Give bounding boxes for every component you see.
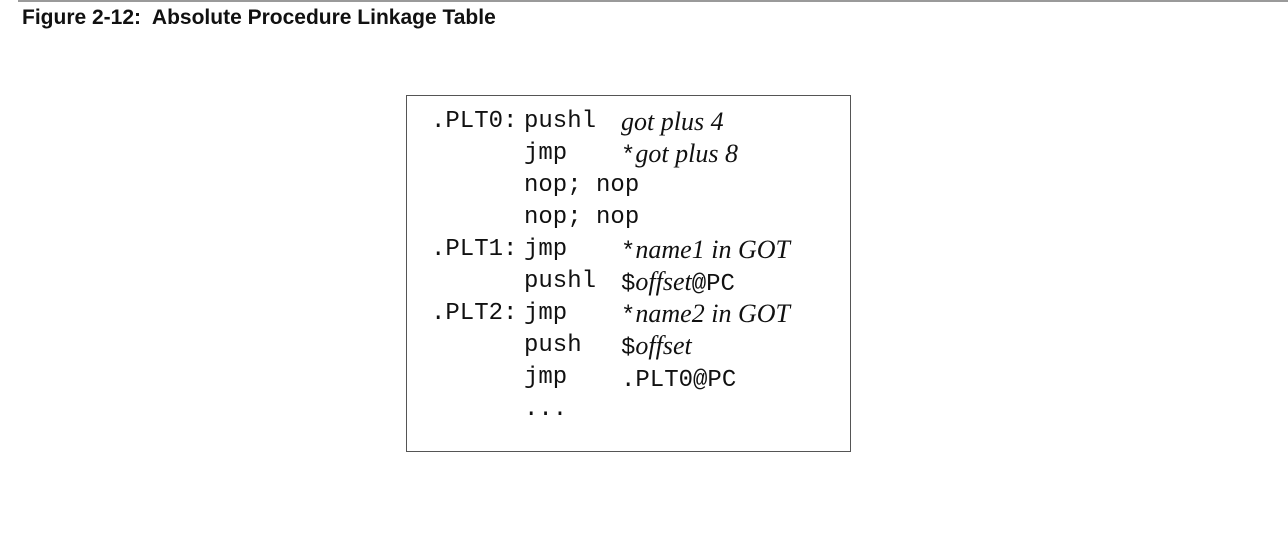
code-operand: $offset xyxy=(621,330,692,365)
operand-star: * xyxy=(621,239,636,266)
code-instruction: ... xyxy=(524,396,568,423)
code-operand: *name2 in GOT xyxy=(621,298,790,333)
code-line: .PLT2: jmp *name2 in GOT xyxy=(407,298,790,330)
code-line: push $offset xyxy=(407,330,692,362)
code-operand: $offset@PC xyxy=(621,266,735,301)
code-instruction: nop; nop xyxy=(524,204,640,231)
code-instruction: jmp xyxy=(524,236,568,263)
code-instruction: jmp xyxy=(524,364,568,391)
code-line: .PLT1: jmp *name1 in GOT xyxy=(407,234,790,266)
code-instruction: pushl xyxy=(524,268,597,295)
code-instruction: jmp xyxy=(524,300,568,327)
code-label: .PLT0: xyxy=(431,108,518,135)
code-operand: *name1 in GOT xyxy=(621,234,790,269)
figure-title: Figure 2-12: Absolute Procedure Linkage … xyxy=(22,6,496,29)
operand-italic: name2 in GOT xyxy=(635,299,790,328)
code-operand: .PLT0@PC xyxy=(621,362,736,397)
code-instruction: pushl xyxy=(524,108,597,135)
code-line: jmp .PLT0@PC xyxy=(407,362,736,394)
code-operand: got plus 4 xyxy=(621,106,724,141)
operand-star: * xyxy=(621,303,636,330)
operand-italic: got plus 8 xyxy=(635,139,738,168)
code-line: nop; nop xyxy=(407,202,639,234)
operand-suffix: @PC xyxy=(691,271,735,298)
code-line: ... xyxy=(407,394,567,426)
operand-prefix: $ xyxy=(621,335,636,362)
operand-italic: got plus 4 xyxy=(621,107,724,136)
code-line: jmp *got plus 8 xyxy=(407,138,738,170)
code-instruction: nop; nop xyxy=(524,172,640,199)
code-instruction: jmp xyxy=(524,140,568,167)
code-listing-box: .PLT0: pushl got plus 4 jmp *got plus 8 … xyxy=(406,95,851,452)
code-line: nop; nop xyxy=(407,170,639,202)
operand-prefix: $ xyxy=(621,271,636,298)
operand-italic: name1 in GOT xyxy=(635,235,790,264)
code-line: pushl $offset@PC xyxy=(407,266,735,298)
operand-italic: offset xyxy=(635,331,692,360)
code-operand: *got plus 8 xyxy=(621,138,738,173)
code-label: .PLT2: xyxy=(431,300,518,327)
code-instruction: push xyxy=(524,332,582,359)
operand-star: * xyxy=(621,143,636,170)
code-line: .PLT0: pushl got plus 4 xyxy=(407,106,724,138)
top-rule xyxy=(18,0,1288,2)
code-label: .PLT1: xyxy=(431,236,518,263)
operand-prefix: .PLT0@PC xyxy=(621,367,737,394)
operand-italic: offset xyxy=(635,267,692,296)
